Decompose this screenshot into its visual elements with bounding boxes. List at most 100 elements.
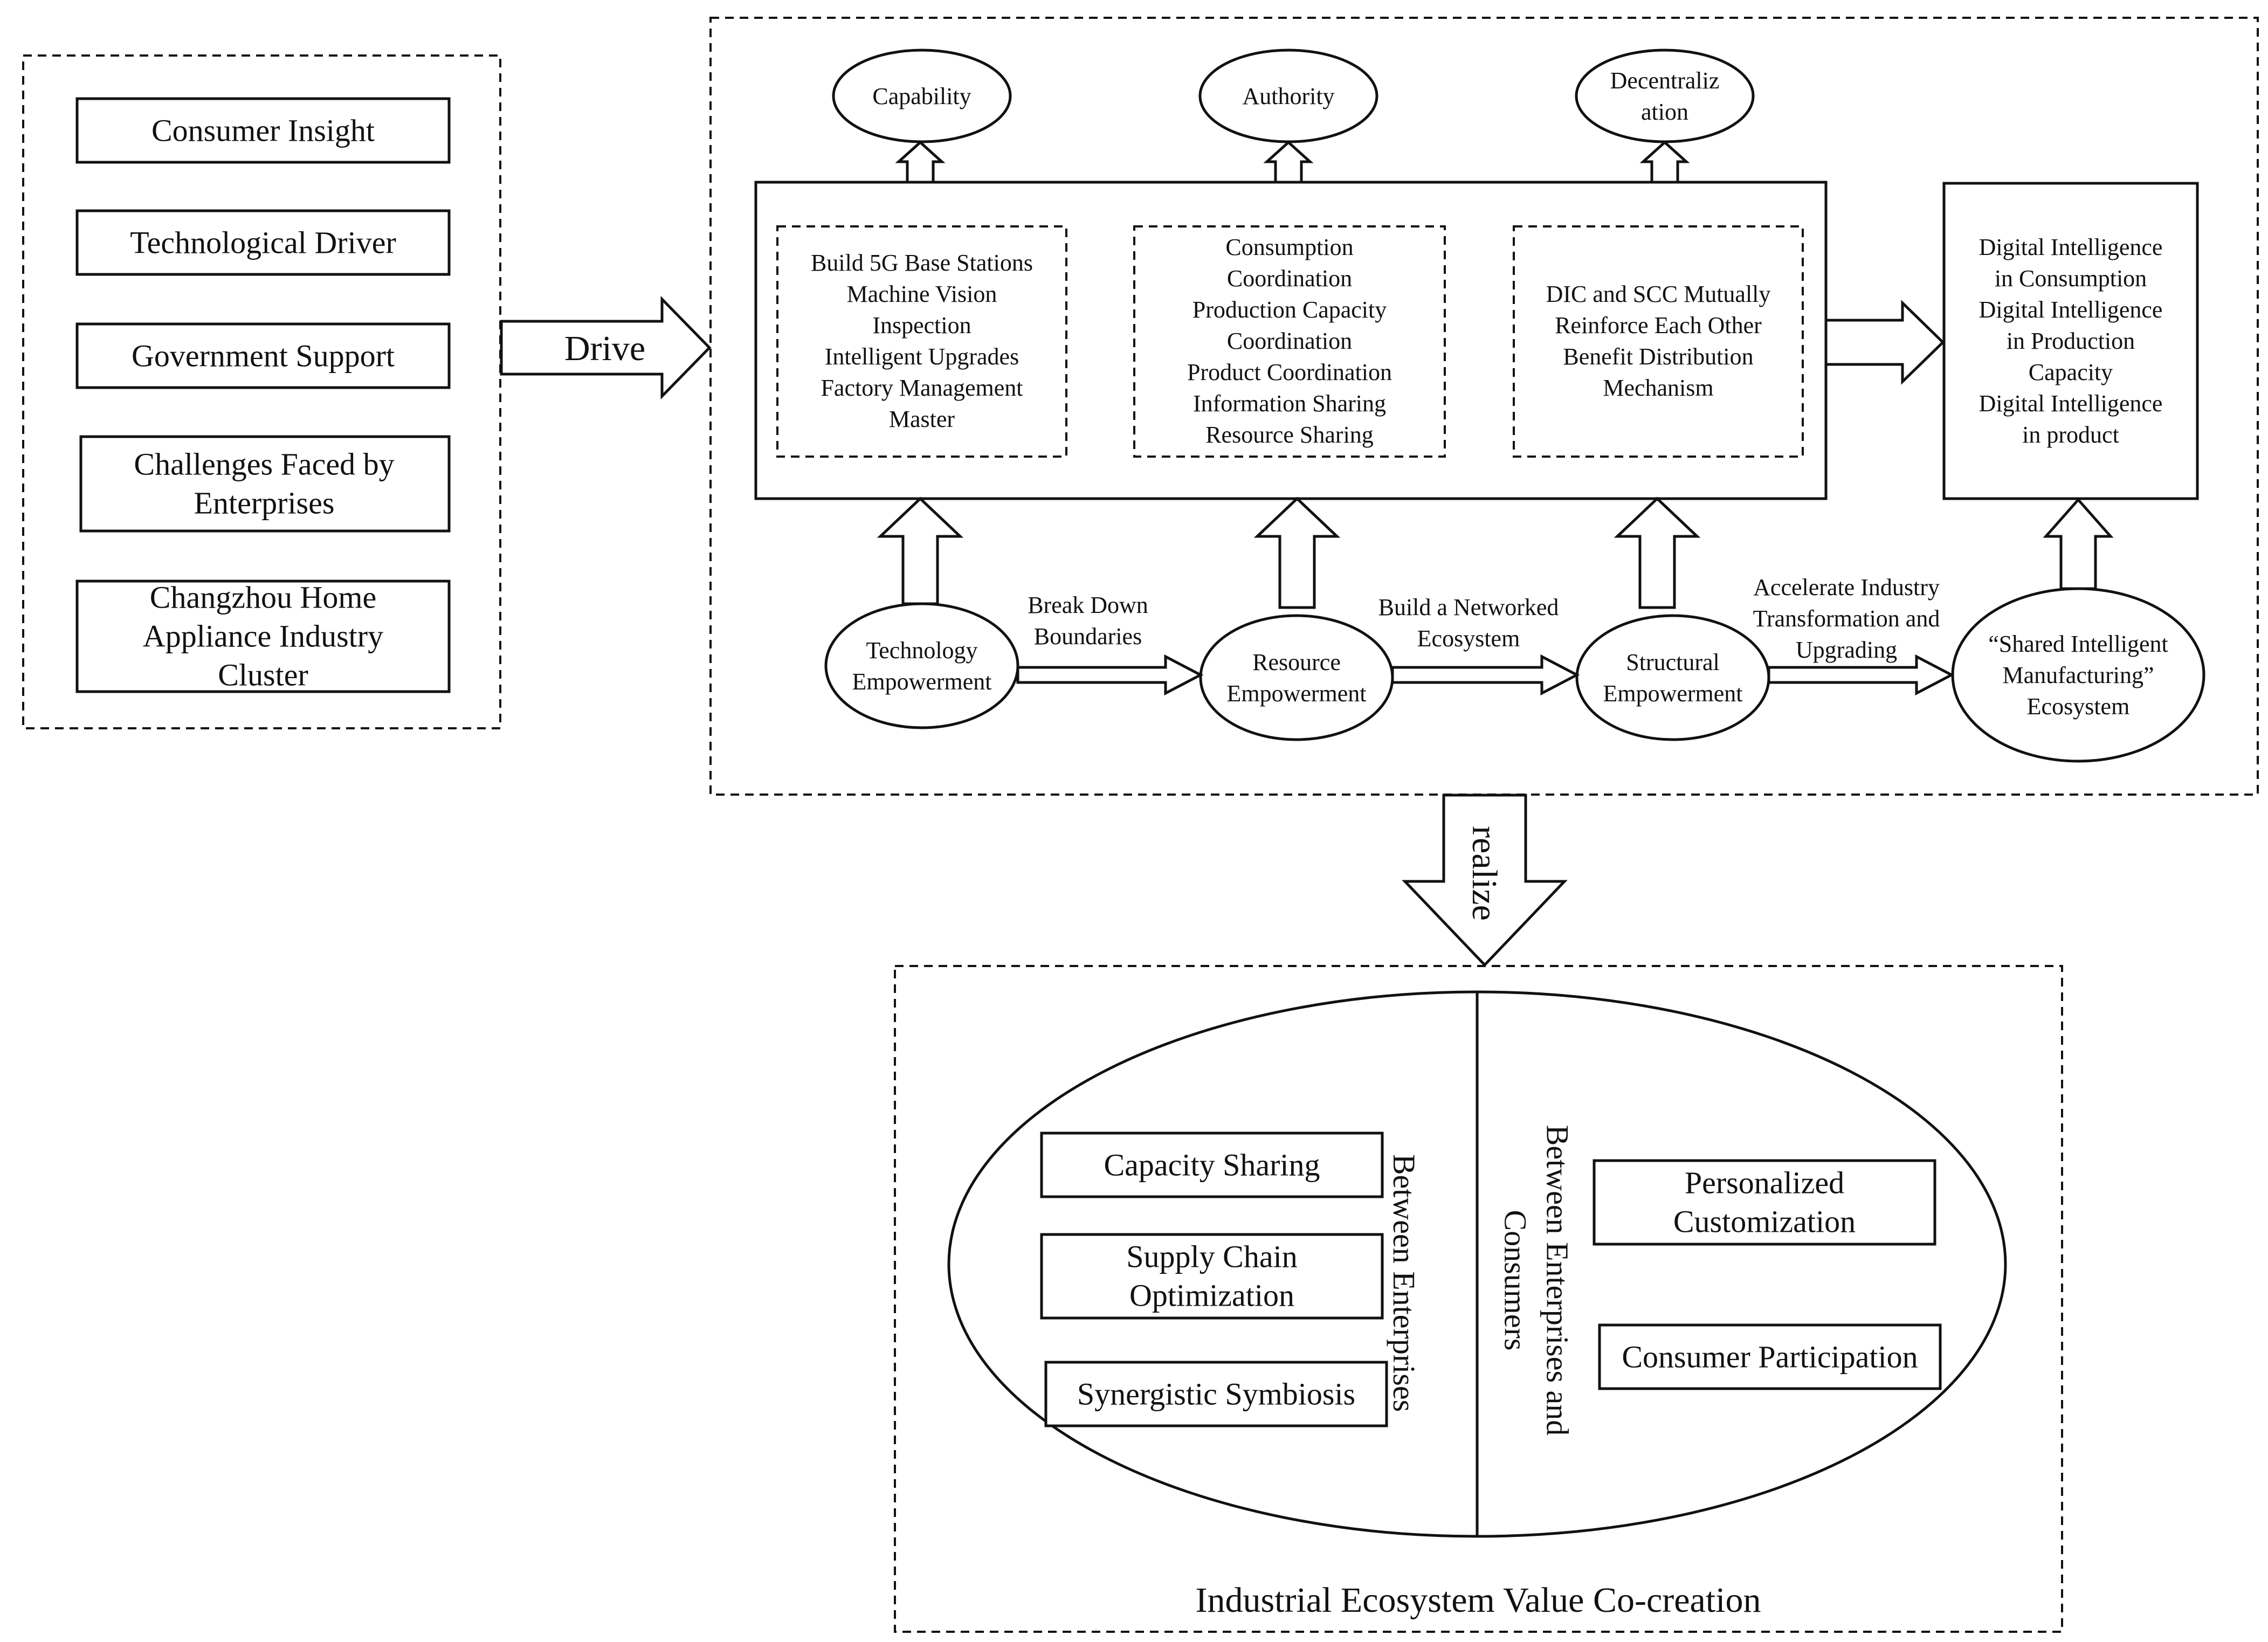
drive-arrow: Drive	[500, 295, 712, 400]
driver-label-cluster-line: Cluster	[218, 658, 308, 693]
resource-measures-text-line: Production Capacity	[1192, 296, 1387, 323]
technology-empowerment-label-line: Empowerment	[852, 668, 991, 695]
digital-intelligence-text-line: Digital Intelligence	[1979, 390, 2163, 417]
driver-label-government-support-line: Government Support	[132, 339, 395, 374]
technology-measures-text-line: Build 5G Base Stations	[811, 250, 1033, 276]
value-cocreation-frame	[894, 965, 2063, 1633]
realize-label: realize	[1465, 826, 1504, 921]
technology-measures-text-line: Machine Vision	[847, 281, 997, 307]
structural-empowerment-label-line: Empowerment	[1603, 680, 1742, 707]
arrow-technology-to-resource	[1016, 654, 1204, 696]
between-enterprises-consumers-label: Between Enterprises andConsumers	[1498, 1125, 1575, 1436]
item-label-consumer-participation: Consumer Participation	[1622, 1340, 1918, 1375]
outcome-label-decentralization-line: ation	[1641, 99, 1688, 125]
outcome-label-capability-line: Capability	[872, 83, 971, 109]
driver-label-cluster-line: Appliance Industry	[143, 619, 383, 654]
technology-measures-text-line: Inspection	[872, 312, 971, 339]
drivers-panel: Consumer Insight Technological Driver Go…	[22, 54, 501, 729]
resource-measures-frame	[1133, 225, 1446, 458]
driver-box-consumer-insight	[75, 97, 451, 164]
between-enterprises-consumers-label-line: Consumers	[1498, 1210, 1533, 1351]
structural-empowerment-label-line: Structural	[1626, 649, 1720, 675]
driver-box-cluster	[75, 579, 451, 693]
driver-box-challenges	[79, 435, 451, 533]
accelerate-upgrading-label-line: Transformation and	[1753, 605, 1940, 632]
resource-empowerment-label-line: Resource	[1252, 649, 1341, 675]
drive-label: Drive	[564, 329, 645, 368]
driver-label-cluster-line: Changzhou Home	[150, 580, 376, 615]
outcome-ellipses: Capability Authority Decentraliz ation	[832, 49, 1755, 143]
outcome-label-authority-line: Authority	[1242, 83, 1334, 109]
resource-measures-text-line: Coordination	[1227, 328, 1352, 354]
driver-label-challenges-line: Challenges Faced by	[134, 447, 394, 482]
structural-measures-text-line: Mechanism	[1603, 375, 1713, 401]
empowerment-up-arrows	[877, 496, 2114, 609]
digital-intelligence-text-line: in product	[2022, 422, 2119, 448]
structural-measures-text-line: Reinforce Each Other	[1555, 312, 1762, 339]
arrow-structural-to-ecosystem	[1767, 654, 1955, 696]
up-arrow-structural	[1614, 496, 1701, 609]
technology-empowerment-ellipse	[824, 602, 1019, 729]
outcome-decentralization	[1575, 49, 1755, 143]
accelerate-upgrading-label-line: Upgrading	[1796, 637, 1897, 663]
item-label-supply-chain-line: Optimization	[1129, 1278, 1294, 1313]
structural-measures-text-line: DIC and SCC Mutually	[1546, 281, 1771, 307]
up-arrow-capability	[895, 140, 946, 184]
build-networked-ecosystem-label-line: Build a Networked	[1378, 594, 1559, 620]
item-box-consumer-participation	[1598, 1323, 1942, 1390]
between-enterprises-label: Between Enterprises	[1387, 1154, 1422, 1412]
outcome-label-decentralization-line: Decentraliz	[1610, 67, 1720, 94]
resource-empowerment-label-line: Empowerment	[1226, 680, 1366, 707]
right-arrow-to-digital-intelligence	[1824, 300, 1945, 385]
driver-label-technological-driver: Technological Driver	[130, 225, 396, 260]
resource-measures-text-line: Consumption	[1225, 234, 1353, 260]
driver-label-consumer-insight: Consumer Insight	[151, 113, 375, 148]
structural-measures-frame	[1513, 225, 1804, 458]
realize-arrow-shape	[1402, 794, 1568, 967]
realize-arrow: realize	[1402, 794, 1568, 967]
between-enterprises-consumers-label-line: Between Enterprises and	[1540, 1125, 1575, 1436]
outcome-label-decentralization: Decentraliz ation	[1610, 67, 1720, 125]
resource-measures-text-line: Information Sharing	[1193, 390, 1386, 417]
digital-intelligence-text-line: in Production	[2007, 328, 2135, 354]
item-box-supply-chain	[1040, 1233, 1384, 1320]
up-arrow-resource	[1253, 496, 1341, 609]
empowerment-frame	[709, 17, 2259, 796]
outcome-capability	[832, 49, 1012, 143]
accelerate-upgrading-label-line: Accelerate Industry	[1753, 574, 1940, 601]
driver-label-consumer-insight-line: Consumer Insight	[151, 113, 375, 148]
resource-measures-text-line: Resource Sharing	[1205, 422, 1374, 448]
item-label-capacity-sharing-line: Capacity Sharing	[1104, 1148, 1320, 1183]
drive-arrow-shape	[500, 295, 712, 400]
item-label-synergistic-symbiosis: Synergistic Symbiosis	[1077, 1377, 1355, 1412]
up-arrow-ecosystem	[2043, 498, 2114, 590]
technology-measures-text-line: Factory Management	[821, 375, 1023, 401]
digital-intelligence-text-line: in Consumption	[1995, 265, 2147, 292]
value-cocreation-title: Industrial Ecosystem Value Co-creation	[1195, 1581, 1761, 1620]
outcome-label-authority: Authority	[1242, 83, 1334, 109]
item-label-synergistic-symbiosis-line: Synergistic Symbiosis	[1077, 1377, 1355, 1412]
item-label-supply-chain-line: Supply Chain	[1126, 1239, 1297, 1274]
arrow-resource-to-structural	[1391, 654, 1580, 696]
resource-measures-text-line: Product Coordination	[1187, 359, 1392, 385]
driver-box-technological-driver	[75, 209, 451, 276]
technology-empowerment-label-line: Technology	[866, 637, 977, 664]
digital-intelligence-text-line: Digital Intelligence	[1979, 296, 2163, 323]
up-arrow-authority	[1263, 140, 1314, 184]
